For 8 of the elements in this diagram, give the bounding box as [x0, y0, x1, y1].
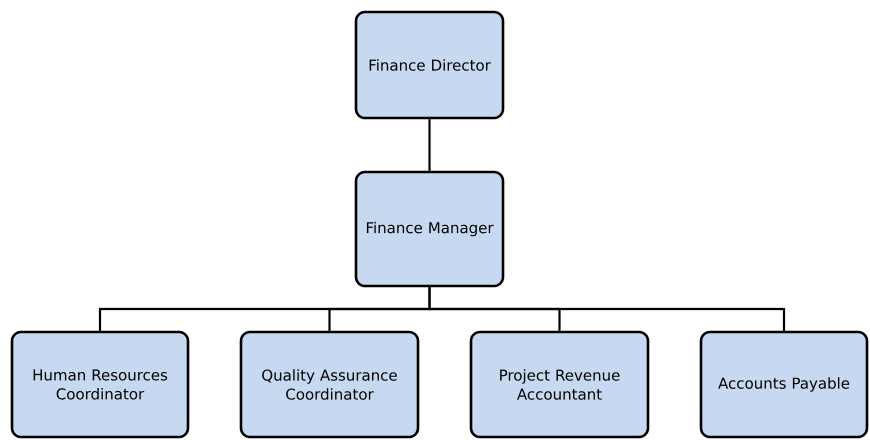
position-box: Finance Manager	[354, 170, 504, 288]
position-box: Human Resources Coordinator	[10, 330, 190, 438]
position-box: Project Revenue Accountant	[470, 330, 650, 438]
connector-line	[428, 119, 431, 171]
position-box: Finance Director	[354, 10, 504, 120]
position-box: Accounts Payable	[700, 330, 868, 438]
position-box: Quality Assurance Coordinator	[240, 330, 420, 438]
connector-line	[428, 287, 786, 331]
